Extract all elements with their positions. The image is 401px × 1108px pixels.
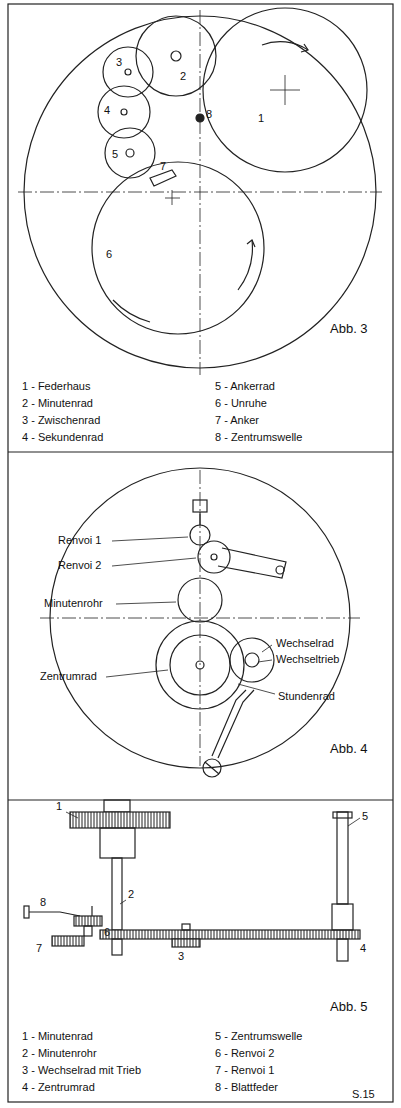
- part-name: Stundenrad: [278, 690, 335, 703]
- part-name: Renvoi 2: [58, 559, 101, 572]
- callout-number: 5: [362, 810, 368, 823]
- part-name: 8 - Blattfeder: [215, 1081, 278, 1094]
- callout-number: 5: [112, 148, 118, 161]
- part-name: 1 - Minutenrad: [22, 1030, 93, 1043]
- figure-label: Abb. 5: [330, 1000, 368, 1013]
- callout-number: 4: [104, 104, 110, 117]
- part-name: 4 - Sekundenrad: [22, 431, 103, 444]
- callout-number: 8: [206, 108, 212, 121]
- callout-number: 2: [128, 888, 134, 901]
- figure-label: Abb. 3: [330, 322, 368, 335]
- callout-number: 3: [116, 56, 122, 69]
- callout-number: 6: [104, 926, 110, 939]
- part-name: 5 - Ankerrad: [215, 380, 275, 393]
- part-name: 2 - Minutenrohr: [22, 1047, 97, 1060]
- part-name: Minutenrohr: [44, 597, 103, 610]
- callout-number: 2: [180, 70, 186, 83]
- part-name: 5 - Zentrumswelle: [215, 1030, 302, 1043]
- callout-number: 6: [106, 248, 112, 261]
- part-name: 6 - Unruhe: [215, 397, 267, 410]
- callout-number: 7: [160, 160, 166, 173]
- part-name: Wechselrad: [276, 637, 334, 650]
- part-name: 4 - Zentrumrad: [22, 1081, 95, 1094]
- part-name: 2 - Minutenrad: [22, 397, 93, 410]
- part-name: 1 - Federhaus: [22, 380, 90, 393]
- part-name: Zentrumrad: [40, 670, 97, 683]
- part-name: 3 - Wechselrad mit Trieb: [22, 1064, 141, 1077]
- part-name: 7 - Renvoi 1: [215, 1064, 274, 1077]
- figure-label: Abb. 4: [330, 742, 368, 755]
- callout-number: 3: [178, 950, 184, 963]
- part-name: Renvoi 1: [58, 534, 101, 547]
- part-name: 6 - Renvoi 2: [215, 1047, 274, 1060]
- callout-number: 7: [36, 942, 42, 955]
- callout-number: 1: [258, 112, 264, 125]
- part-name: Wechseltrieb: [276, 653, 339, 666]
- callout-number: 1: [56, 800, 62, 813]
- part-name: 3 - Zwischenrad: [22, 414, 100, 427]
- callout-number: 4: [360, 942, 366, 955]
- part-name: S.15: [352, 1088, 375, 1101]
- callout-number: 8: [40, 896, 46, 909]
- part-name: 8 - Zentrumswelle: [215, 431, 302, 444]
- part-name: 7 - Anker: [215, 414, 259, 427]
